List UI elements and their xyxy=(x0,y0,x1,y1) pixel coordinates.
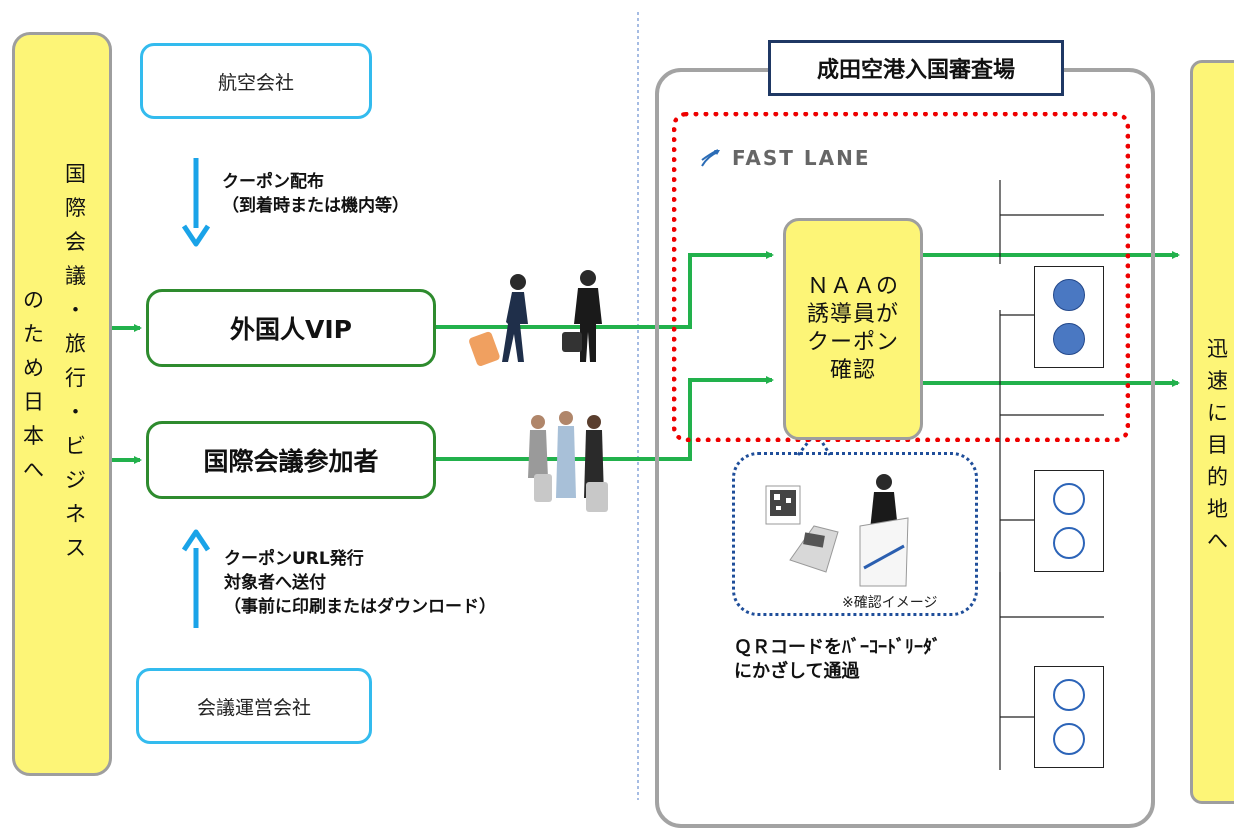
vip-box: 外国人VIP xyxy=(146,289,436,367)
naa-confirm-box: ＮＡＡの 誘導員が クーポン 確認 xyxy=(783,218,923,440)
airline-box: 航空会社 xyxy=(140,43,372,119)
qr-instruction-note: ＱＲコードをﾊﾞｰｺｰﾄﾞﾘｰﾀﾞ にかざして通過 xyxy=(734,637,941,682)
airline-label: 航空会社 xyxy=(217,71,294,94)
reception-counter-icon xyxy=(859,517,909,587)
vip-travelers-illustration xyxy=(469,270,602,367)
coupon-up-arrowhead xyxy=(181,529,211,552)
gate-booth-2 xyxy=(1034,470,1104,572)
coupon-down-arrowhead xyxy=(181,224,211,247)
lp-char: 国 xyxy=(65,162,86,186)
lp-char: ビ xyxy=(65,434,86,458)
rp-char: 目 xyxy=(1207,433,1228,457)
lp-char: ・ xyxy=(65,298,86,322)
vip-path xyxy=(436,251,774,329)
gate-lamp-icon xyxy=(1053,483,1085,515)
gate-lamp-icon xyxy=(1053,527,1085,559)
lp-char: へ xyxy=(23,458,44,482)
gate-lamp-icon xyxy=(1053,323,1085,355)
right-panel-destination: 迅 速 に 目 的 地 へ xyxy=(1190,60,1234,804)
coupon-distribution-note: クーポン配布 （到着時または機内等） xyxy=(222,172,409,216)
lp-char: ジ xyxy=(65,468,86,492)
lp-char: ・ xyxy=(65,400,86,424)
lp-char: ネ xyxy=(65,502,86,526)
lp-char: ス xyxy=(65,536,86,560)
lp-char: め xyxy=(23,356,44,380)
rp-char: 地 xyxy=(1207,497,1228,521)
lp-char: 本 xyxy=(23,424,44,448)
left-panel-col-left: の た め 日 本 へ xyxy=(23,283,44,487)
lp-char: 旅 xyxy=(65,332,86,356)
organizer-box: 会議運営会社 xyxy=(136,668,372,744)
rp-char: へ xyxy=(1207,529,1228,553)
lp-char: 際 xyxy=(65,196,86,220)
confirm-image-caption: ※確認イメージ xyxy=(842,595,938,611)
rp-char: 的 xyxy=(1207,465,1228,489)
qr-code-icon xyxy=(765,485,801,525)
naa-confirm-text: ＮＡＡの 誘導員が クーポン 確認 xyxy=(806,274,899,383)
organizer-label: 会議運営会社 xyxy=(196,696,311,719)
participant-box: 国際会議参加者 xyxy=(146,421,436,499)
people-group-icon xyxy=(528,411,608,512)
lp-char: の xyxy=(23,288,44,312)
lp-char: 議 xyxy=(65,264,86,288)
vip-label: 外国人VIP xyxy=(230,315,352,344)
right-panel-text: 迅 速 に 目 的 地 へ xyxy=(1207,333,1228,557)
rp-char: 速 xyxy=(1207,369,1228,393)
gate-lamp-icon xyxy=(1053,679,1085,711)
lp-char: 日 xyxy=(23,390,44,414)
lp-char: た xyxy=(23,322,44,346)
traveler-woman-icon xyxy=(469,274,528,367)
airport-title: 成田空港入国審査場 xyxy=(768,40,1064,96)
qr-confirm-bubble xyxy=(732,452,978,616)
gate-booth-3 xyxy=(1034,666,1104,768)
fast-lane-logo: FAST LANE xyxy=(700,146,870,170)
left-panel-purpose: 国 際 会 議 ・ 旅 行 ・ ビ ジ ネ ス の た め 日 本 へ xyxy=(12,32,112,776)
rp-char: 迅 xyxy=(1207,337,1228,361)
gate-lamp-icon xyxy=(1053,723,1085,755)
left-panel-col-right: 国 際 会 議 ・ 旅 行 ・ ビ ジ ネ ス xyxy=(65,157,86,565)
fast-lane-arrow-icon xyxy=(701,149,720,167)
qr-reader-illustration xyxy=(765,474,909,587)
traveler-man-icon xyxy=(562,270,602,362)
participants-illustration xyxy=(528,411,608,512)
participant-label: 国際会議参加者 xyxy=(203,447,379,476)
coupon-issuance-note: クーポンURL発行 対象者へ送付 （事前に印刷またはダウンロード） xyxy=(224,549,496,617)
gate-booth-1 xyxy=(1034,266,1104,368)
connector-layer xyxy=(112,12,1180,800)
gate-lamp-icon xyxy=(1053,279,1085,311)
fast-lane-text: FAST LANE xyxy=(732,146,871,170)
gate-lines xyxy=(999,180,1104,770)
airport-title-text: 成田空港入国審査場 xyxy=(816,58,1015,83)
rp-char: に xyxy=(1207,401,1228,425)
barcode-reader-icon xyxy=(789,525,839,573)
lp-char: 行 xyxy=(65,366,86,390)
lp-char: 会 xyxy=(65,230,86,254)
